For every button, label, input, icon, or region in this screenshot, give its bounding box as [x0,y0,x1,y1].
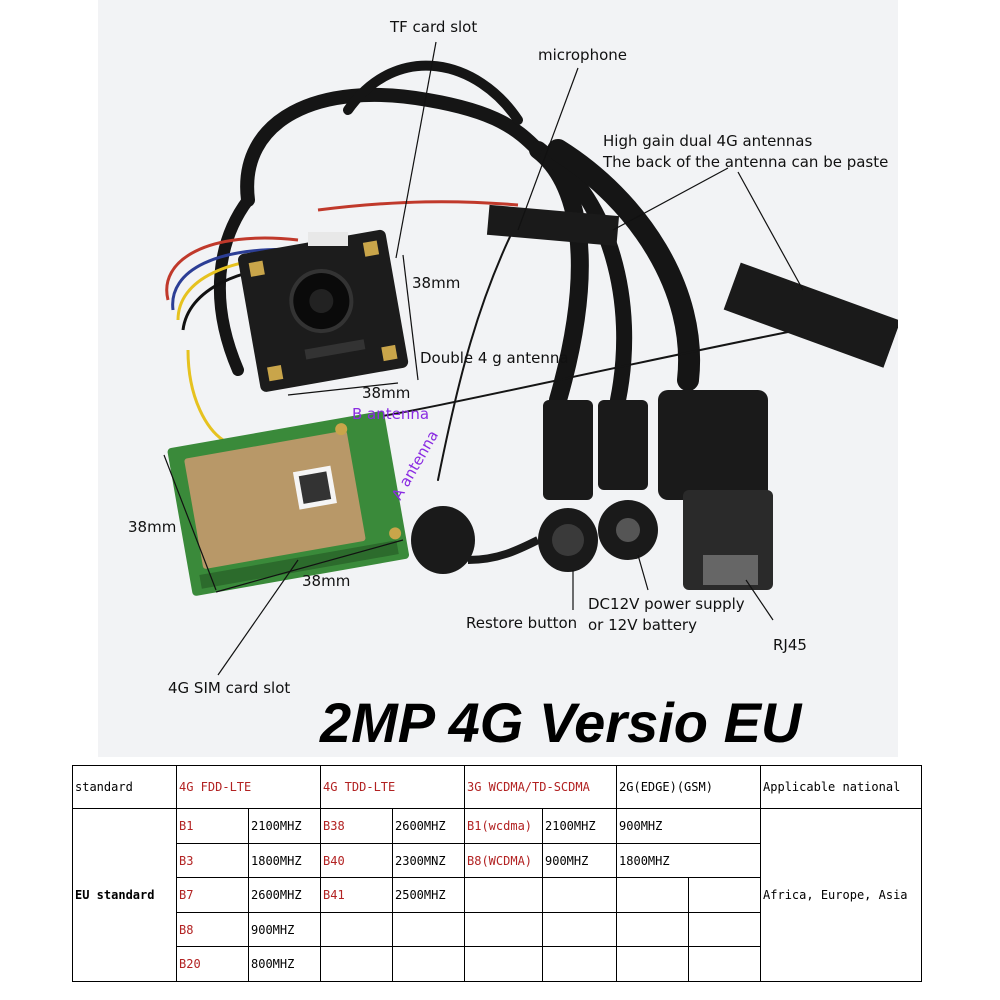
gsm-freq-cell: 1800MHZ [616,842,762,879]
label-sim-card-slot: 4G SIM card slot [168,679,291,697]
label-rj45: RJ45 [773,636,807,654]
gsm-freq-cell [616,877,690,913]
cable-to-rj45 [547,139,701,391]
antenna-wire [357,329,799,421]
arrow-tf-card [395,41,437,259]
table-row: B3 1800MHZ B40 2300MNZ B8(WCDMA) 900MHZ … [73,842,922,879]
product-photo-drawing [163,41,898,676]
dust-cap [411,506,540,574]
label-antenna-line1: High gain dual 4G antennas [603,132,813,150]
wcdma-band-cell: B1(wcdma) [464,808,543,844]
4g-board [167,411,410,596]
header-applicable-national: Applicable national [760,764,923,810]
table-row: B20 800MHZ [73,946,922,982]
label-restore-button: Restore button [466,614,578,632]
cable-to-dc2 [540,147,633,408]
tdd-band-cell: B38 [320,808,393,844]
table-header-row: standard 4G FDD-LTE 4G TDD-LTE 3G WCDMA/… [72,764,923,810]
wcdma-freq-cell [541,946,618,982]
dc-connector [598,400,658,560]
label-dim-4g-bottom: 38mm [302,572,351,590]
cable-left-down [213,194,254,376]
rj45-connector [658,390,773,590]
product-title: 2MP 4G Versio EU [320,691,802,754]
fdd-freq-cell: 2100MHZ [248,808,321,844]
fdd-freq-cell: 1800MHZ [248,842,321,879]
fdd-band-cell: B3 [176,842,249,879]
label-dc12v-power: DC12V power supply [588,595,745,613]
label-dim-camera-bottom: 38mm [362,384,411,402]
wcdma-band-cell [464,946,543,982]
connector-plug [308,232,348,246]
gsm-freq-cell: 900MHZ [616,808,762,844]
gsm-freq-cell [688,946,762,982]
tdd-freq-cell [392,946,465,982]
dim-line-4g-bottom [215,539,404,593]
frequency-band-table: standard 4G FDD-LTE 4G TDD-LTE 3G WCDMA/… [72,764,923,982]
fdd-band-cell: B1 [176,808,249,844]
label-microphone: microphone [538,46,627,64]
fdd-band-cell: B8 [176,911,249,948]
tdd-freq-cell: 2300MNZ [392,842,465,879]
label-dim-4g-left: 38mm [128,518,177,536]
antenna-sticker [486,204,898,368]
label-double-4g-antenna: Double 4 g antenna [420,349,569,367]
gsm-freq-cell [616,911,690,948]
label-b-antenna: B antenna [352,405,430,423]
table-row: B8 900MHZ [73,911,922,948]
dim-line-4g-left [163,454,217,591]
label-tf-card-slot: TF card slot [390,18,478,36]
wcdma-band-cell: B8(WCDMA) [464,842,543,879]
tdd-freq-cell [392,911,465,948]
header-tdd-lte: 4G TDD-LTE [320,764,465,810]
dim-line-top-bottom [287,382,399,396]
cable-loop [343,60,523,125]
arrow-rj45 [745,579,774,621]
fdd-freq-cell: 800MHZ [248,946,321,982]
arrow-antenna-a [612,167,729,231]
tdd-freq-cell: 2600MHZ [392,808,465,844]
wcdma-band-cell [464,911,543,948]
label-dim-camera-right: 38mm [412,274,461,292]
header-gsm: 2G(EDGE)(GSM) [616,764,762,810]
wcdma-freq-cell [541,911,618,948]
label-antenna-line2: The back of the antenna can be paste [603,153,889,171]
wcdma-band-cell [464,877,543,913]
main-cable [240,87,545,207]
tdd-band-cell [320,946,393,982]
header-standard: standard [72,764,177,810]
tdd-freq-cell: 2500MHZ [392,877,465,913]
tdd-band-cell [320,911,393,948]
product-photo: TF card slot microphone High gain dual 4… [98,0,898,757]
tdd-band-cell: B40 [320,842,393,879]
national-value-cell: Africa, Europe, Asia [760,808,923,982]
gsm-freq-cell [688,877,762,913]
tdd-band-cell: B41 [320,877,393,913]
dim-line-top-right [402,254,419,381]
camera-board [238,229,409,392]
header-fdd-lte: 4G FDD-LTE [176,764,321,810]
gsm-freq-cell [616,946,690,982]
gsm-freq-cell [688,911,762,948]
wcdma-freq-cell [541,877,618,913]
label-or-battery: or 12V battery [588,616,697,634]
wcdma-freq-cell: 2100MHZ [541,808,618,844]
arrow-sim [217,559,299,676]
fdd-band-cell: B7 [176,877,249,913]
mic-wire [437,219,519,481]
arrow-dc [637,554,649,591]
arrow-antenna-b [737,171,804,291]
table-row: EU standard B1 2100MHZ B38 2600MHZ B1(wc… [72,808,923,982]
fdd-freq-cell: 2600MHZ [248,877,321,913]
eu-standard-cell: EU standard [72,808,177,982]
arrow-microphone [517,67,579,231]
fdd-band-cell: B20 [176,946,249,982]
wcdma-freq-cell: 900MHZ [541,842,618,879]
restore-connector [538,400,598,572]
fdd-freq-cell: 900MHZ [248,911,321,948]
header-wcdma: 3G WCDMA/TD-SCDMA [463,764,618,810]
